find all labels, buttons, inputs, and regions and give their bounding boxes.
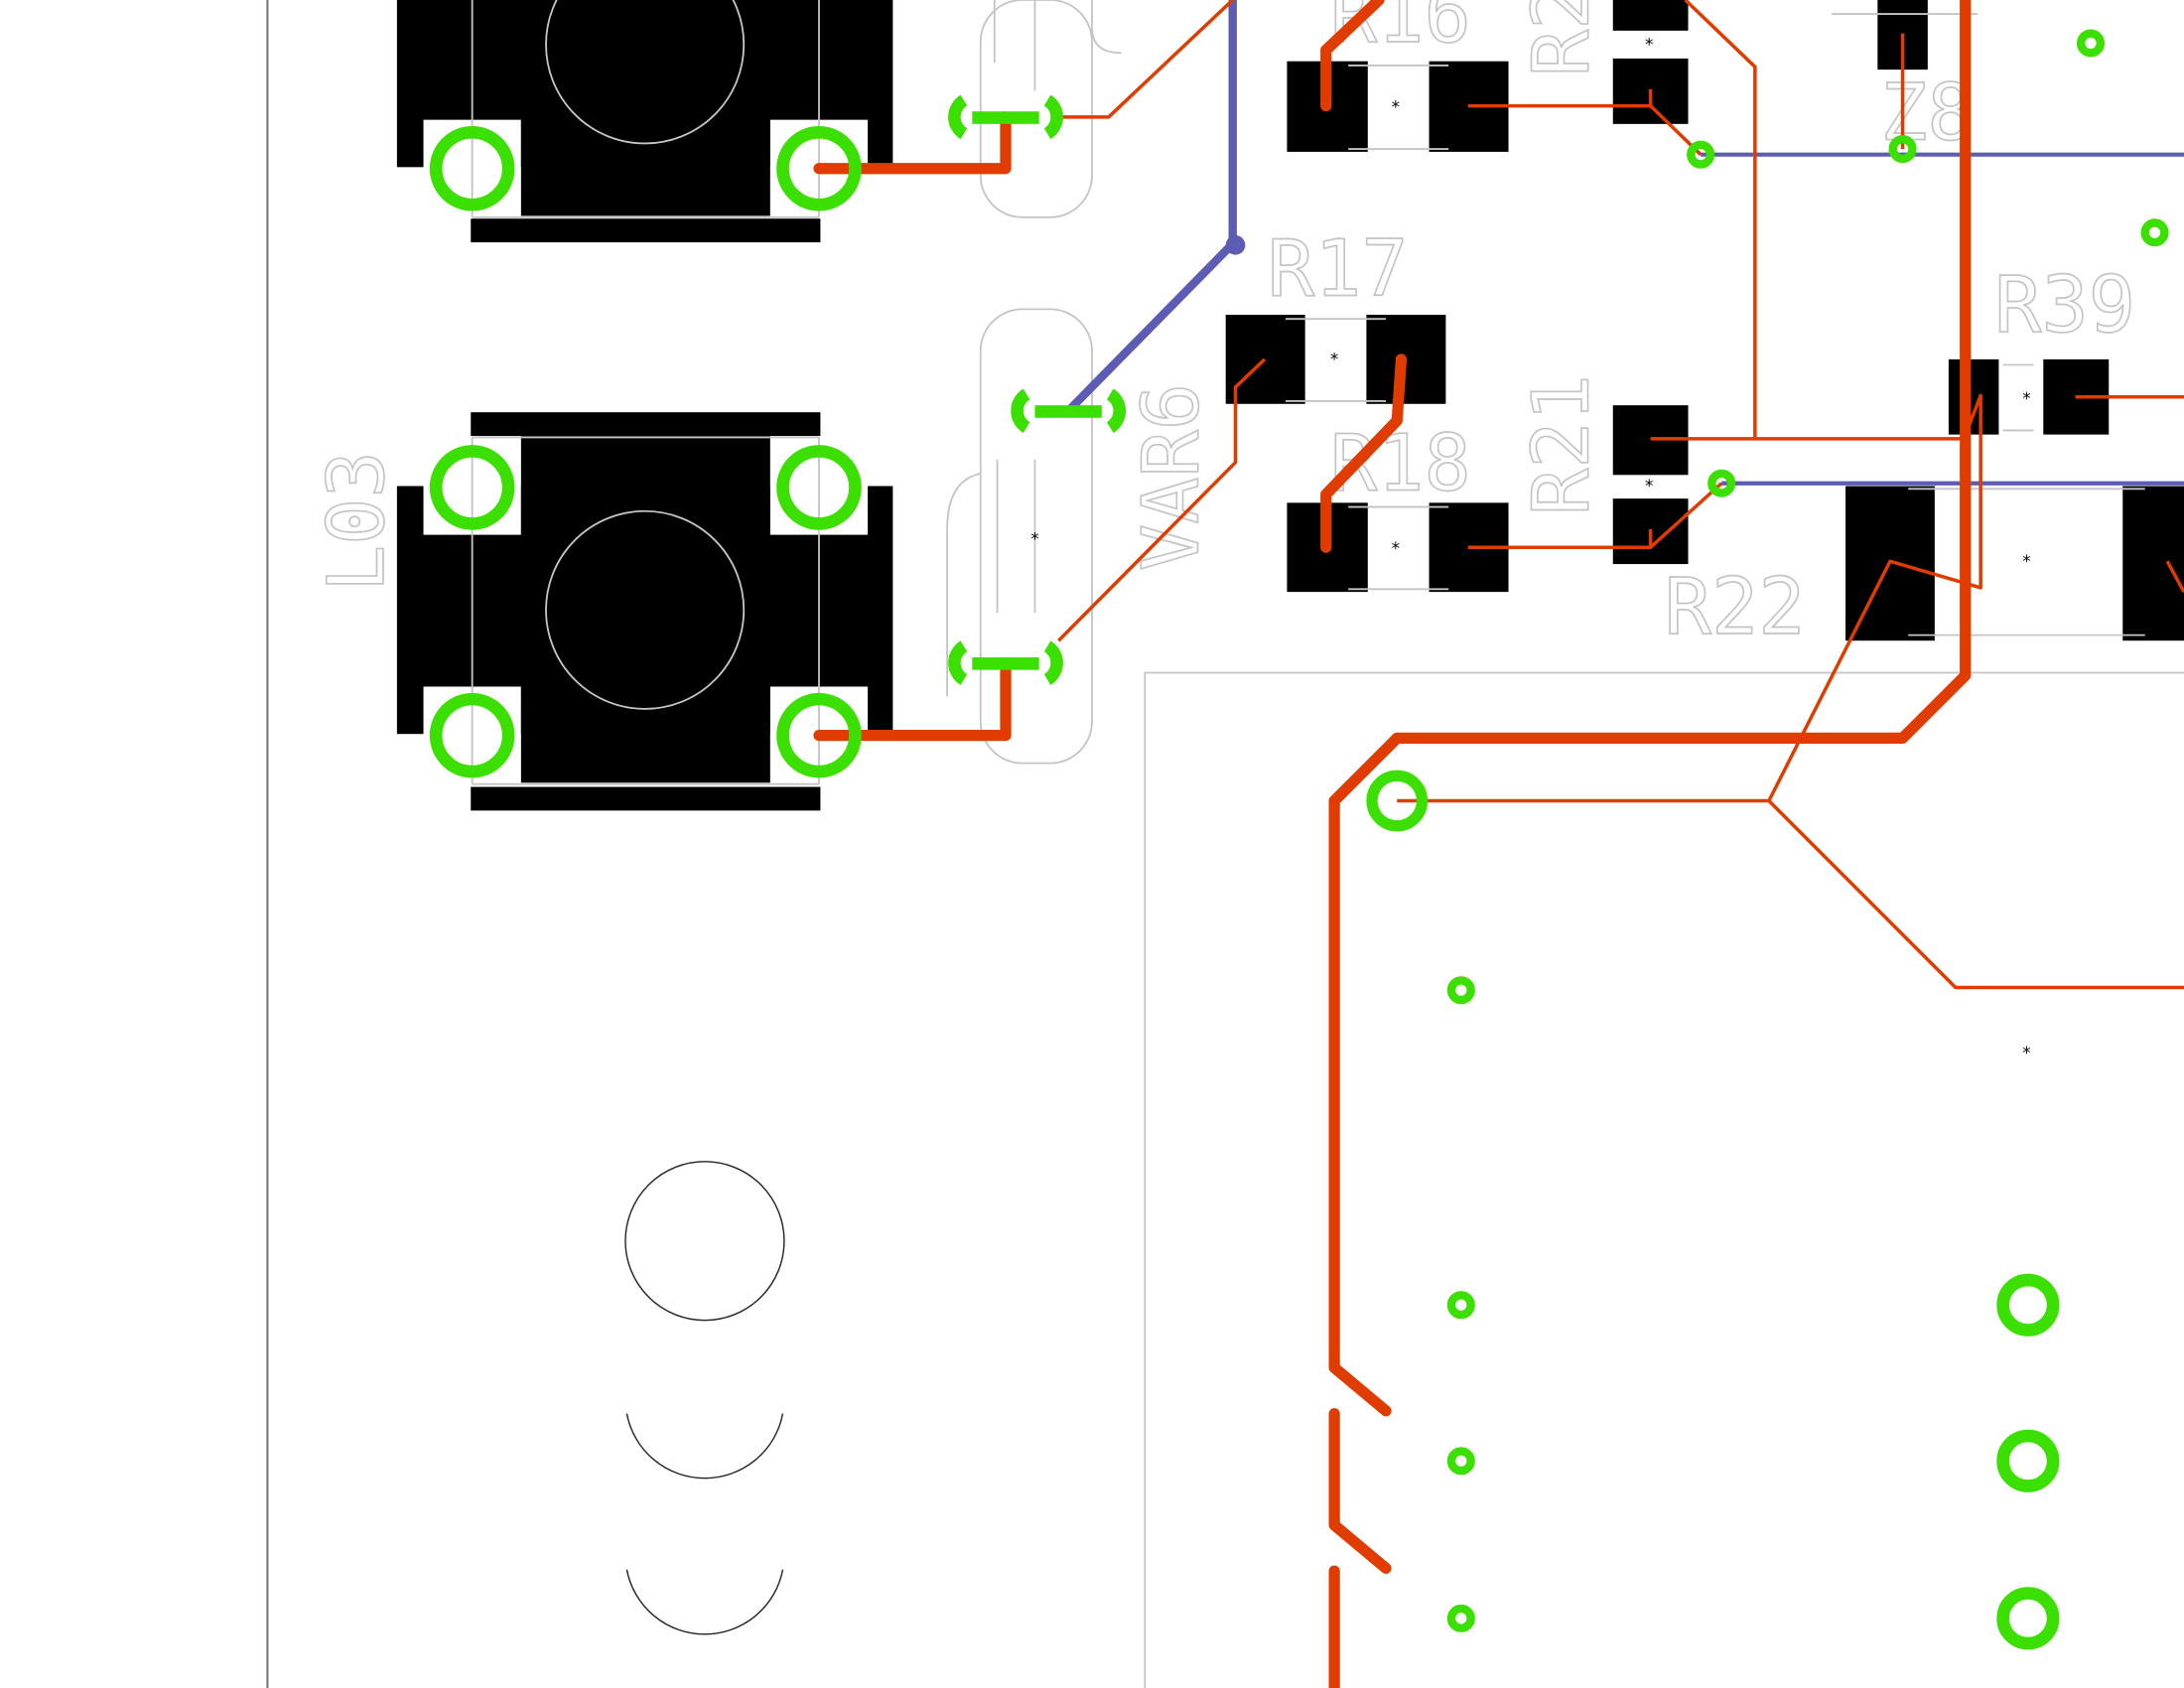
- tactile-switch-2[interactable]: [396, 412, 893, 811]
- resistor-r22[interactable]: *: [1845, 486, 2184, 641]
- ic-center-mark: *: [2022, 1043, 2030, 1062]
- zener-z8[interactable]: [1832, 0, 1979, 70]
- top-copper-traces[interactable]: [813, 0, 2184, 1688]
- label-var6: VAR6: [1126, 383, 1217, 571]
- led-outline: [624, 1161, 785, 1635]
- label-r17: R17: [1268, 222, 1409, 314]
- component-outline-ic: [1144, 671, 2184, 1688]
- resistor-r2x[interactable]: *: [1612, 0, 1689, 124]
- var6-outline: *: [946, 0, 1122, 765]
- label-l03: L03: [311, 451, 402, 592]
- label-r22: R22: [1665, 561, 1806, 652]
- svg-text:*: *: [2022, 551, 2030, 571]
- svg-text:*: *: [1392, 97, 1400, 117]
- svg-text:*: *: [1645, 476, 1653, 495]
- svg-text:*: *: [1030, 528, 1038, 548]
- label-r21: R21: [1515, 374, 1606, 515]
- svg-text:*: *: [1392, 538, 1400, 558]
- resistor-r17[interactable]: *: [1225, 314, 1446, 404]
- svg-text:*: *: [1330, 349, 1338, 368]
- bottom-copper-traces[interactable]: [1063, 0, 2184, 486]
- label-r2x: R2: [1515, 0, 1606, 76]
- label-r39: R39: [1994, 259, 2135, 351]
- resistor-r21[interactable]: *: [1612, 405, 1689, 565]
- svg-text:*: *: [1645, 34, 1653, 54]
- svg-text:*: *: [2022, 388, 2030, 408]
- through-hole-pads[interactable]: [429, 29, 2169, 1650]
